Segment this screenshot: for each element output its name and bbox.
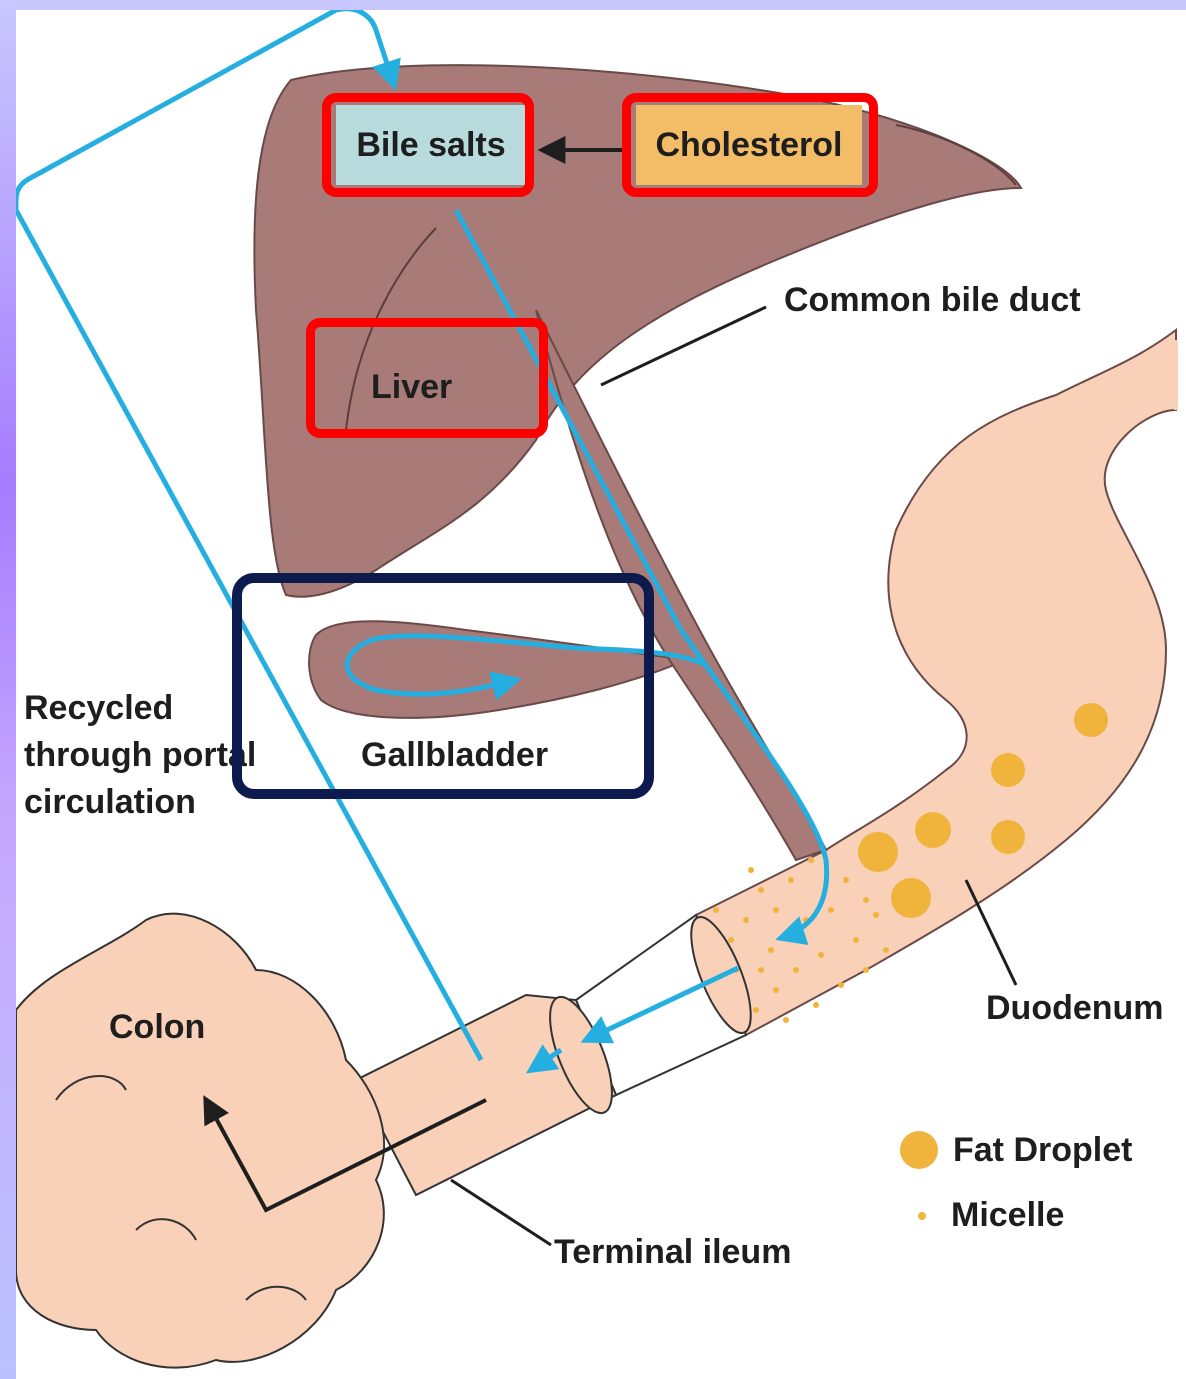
recycled-label-line3: circulation xyxy=(24,782,196,823)
duodenum-shape xyxy=(696,330,1176,1035)
legend-fat-droplet-icon xyxy=(900,1131,938,1169)
legend-fat-droplet-label: Fat Droplet xyxy=(953,1130,1132,1171)
legend-micelle-icon xyxy=(918,1212,926,1220)
diagram-panel: Bile salts Cholesterol Common bile duct … xyxy=(16,10,1186,1379)
highlight-liver xyxy=(306,318,548,438)
recycled-label-line1: Recycled xyxy=(24,688,173,729)
recycled-label-line2: through portal xyxy=(24,735,256,776)
common-bile-duct-label: Common bile duct xyxy=(784,280,1081,321)
terminal-ileum-label: Terminal ileum xyxy=(554,1232,791,1273)
colon-label: Colon xyxy=(109,1007,205,1048)
colon-shape xyxy=(16,914,384,1368)
highlight-gallbladder xyxy=(232,573,654,799)
legend-micelle-label: Micelle xyxy=(951,1195,1064,1236)
highlight-cholesterol xyxy=(622,93,878,197)
duodenum-label: Duodenum xyxy=(986,988,1164,1029)
highlight-bile-salts xyxy=(322,93,534,197)
